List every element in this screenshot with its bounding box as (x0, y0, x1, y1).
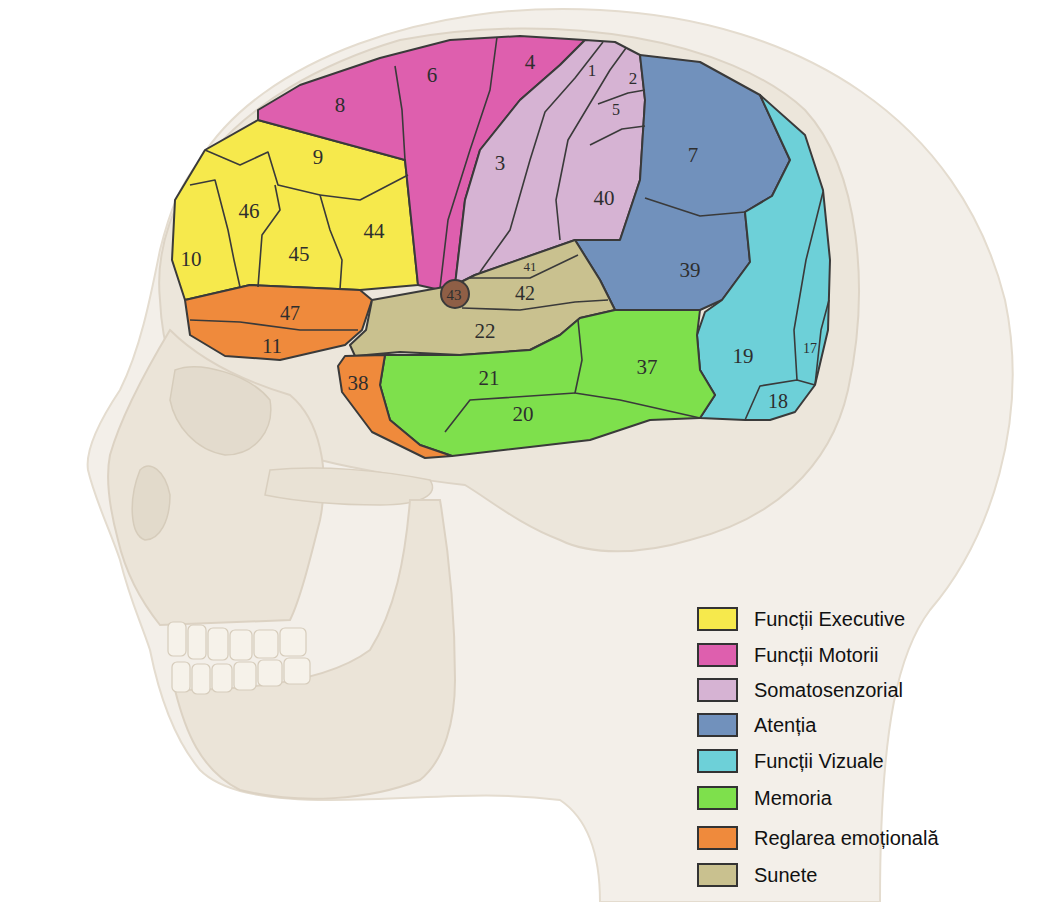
skull-zygoma (265, 468, 433, 505)
area-43-patch (441, 280, 469, 308)
area-number: 46 (239, 201, 260, 222)
skull-mandible (175, 500, 455, 799)
area-number: 42 (515, 283, 535, 303)
legend-swatch (697, 643, 738, 667)
area-number: 3 (495, 153, 506, 174)
area-number: 10 (181, 249, 202, 270)
area-number: 21 (479, 368, 500, 389)
area-number: 11 (262, 336, 282, 357)
legend-swatch (697, 749, 738, 773)
area-number: 7 (688, 145, 699, 166)
skull-orbit (170, 367, 271, 455)
skull-nasal (132, 466, 170, 540)
area-number: 6 (427, 65, 438, 86)
area-number: 41 (524, 260, 537, 273)
area-number: 43 (447, 288, 462, 303)
area-number: 22 (475, 321, 496, 342)
legend-label: Funcții Executive (754, 609, 905, 629)
area-number: 8 (335, 95, 346, 116)
emotion-region (185, 285, 372, 360)
legend-label: Funcții Motorii (754, 645, 878, 665)
area-number: 9 (313, 147, 324, 168)
memory-region (380, 310, 715, 456)
legend-swatch (697, 786, 738, 810)
legend-swatch (697, 678, 738, 702)
area-number: 5 (612, 102, 620, 118)
area-number: 40 (594, 188, 615, 209)
legend-label: Atenția (754, 715, 816, 735)
legend-label: Funcții Vizuale (754, 751, 884, 771)
legend-label: Reglarea emoțională (754, 828, 939, 848)
area-number: 44 (364, 221, 385, 242)
area-number: 39 (680, 260, 701, 281)
area-number: 4 (525, 52, 536, 73)
area-number: 45 (289, 244, 310, 265)
area-borders (190, 37, 829, 432)
legend-label: Memoria (754, 788, 832, 808)
skull-teeth (168, 622, 310, 694)
area-number: 1 (588, 62, 597, 79)
emotion-region (338, 355, 452, 458)
head-outline (88, 9, 1013, 902)
area-number: 2 (629, 70, 638, 87)
legend-swatch (697, 713, 738, 737)
legend-label: Somatosenzorial (754, 680, 903, 700)
area-number: 38 (348, 373, 369, 394)
area-number: 18 (768, 391, 788, 411)
legend-swatch (697, 863, 738, 887)
area-number: 19 (733, 346, 754, 367)
area-number: 47 (280, 303, 300, 323)
visual-region (697, 95, 830, 420)
area-number: 37 (637, 357, 658, 378)
legend-swatch (697, 607, 738, 631)
legend-swatch (697, 826, 738, 850)
area-number: 17 (803, 342, 817, 356)
legend-label: Sunete (754, 865, 817, 885)
area-number: 20 (513, 404, 534, 425)
